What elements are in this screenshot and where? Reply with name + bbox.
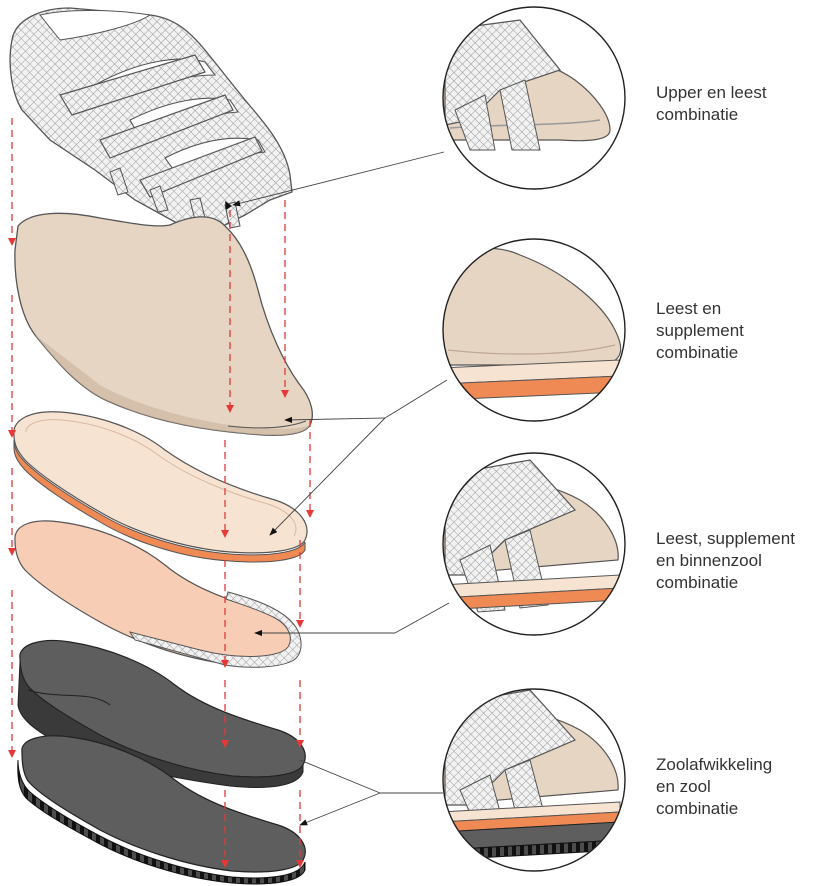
detail-circle-leest-supplement [440, 239, 625, 421]
callout-label-leest-supplement-binnenzool: Leest, supplement en binnenzool combinat… [656, 528, 795, 594]
callout-label-upper: Upper en leest combinatie [656, 82, 767, 126]
detail-circle-zoolafwikkeling [440, 689, 625, 871]
callout-label-zoolafwikkeling: Zoolafwikkeling en zool combinatie [656, 754, 772, 820]
callout-label-leest-supplement: Leest en supplement combinatie [656, 298, 744, 364]
detail-circle-upper [440, 7, 625, 189]
leader-lines [233, 152, 449, 825]
shoe-last-component [15, 213, 312, 435]
upper-component [10, 8, 292, 230]
detail-circle-leest-supplement-binnenzool [440, 453, 625, 635]
